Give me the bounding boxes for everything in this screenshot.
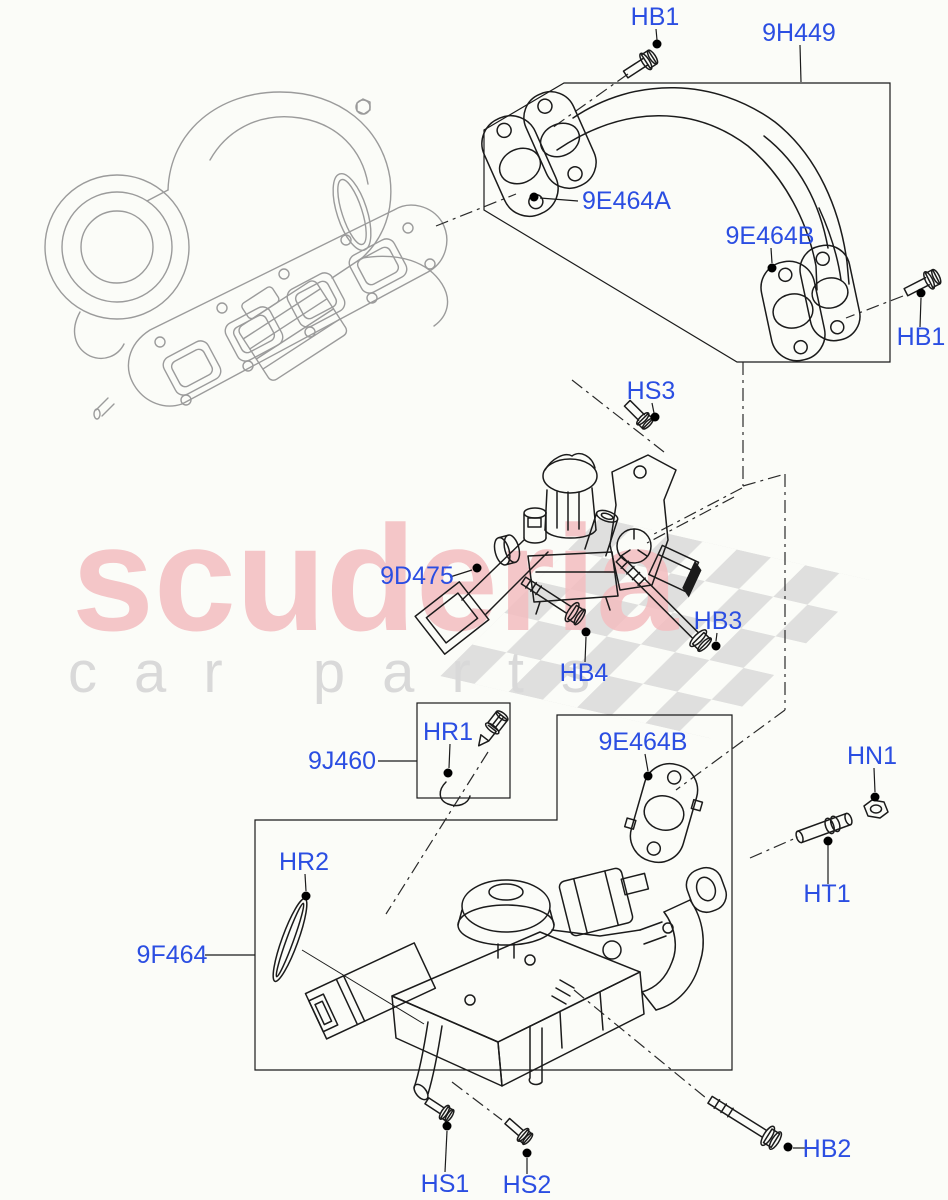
part-label-hb4: HB4 (560, 659, 609, 687)
turbo-manifold-reference-sketch (44, 91, 449, 420)
callout-dots (301, 39, 926, 1158)
bolt-hb3 (615, 555, 713, 653)
part-label-9e464b-top: 9E464B (726, 222, 815, 250)
egr-tube-9h449 (523, 87, 861, 342)
part-label-9e464a: 9E464A (582, 187, 671, 215)
part-label-hb3: HB3 (694, 607, 743, 635)
bolt-hb1-top (622, 49, 659, 79)
watermark-brand-text: scuderia (72, 494, 680, 662)
part-label-9d475: 9D475 (380, 562, 454, 590)
bolt-hs1 (424, 1097, 455, 1123)
part-label-hn1: HN1 (847, 742, 897, 770)
part-label-ht1: HT1 (803, 880, 850, 908)
part-label-hs3: HS3 (627, 377, 676, 405)
part-label-9j460: 9J460 (308, 747, 376, 775)
part-label-hr1: HR1 (423, 718, 473, 746)
checkered-flag-watermark (440, 518, 871, 739)
lower-assembly-box (254, 714, 733, 1071)
part-label-9f464: 9F464 (137, 941, 208, 969)
watermark-subtitle-text: car parts (68, 640, 634, 705)
o-ring-axis-line (301, 949, 425, 1025)
nut-hn1 (863, 799, 889, 819)
part-label-hb1-top: HB1 (631, 3, 680, 31)
stud-ht1 (795, 812, 853, 844)
part-label-hs2: HS2 (503, 1171, 552, 1199)
gasket-9e464b-lower (623, 762, 704, 864)
part-label-9h449: 9H449 (762, 19, 836, 47)
egr-module-9f464 (304, 866, 728, 1101)
sensor-hr1 (477, 710, 509, 747)
bolt-hb1-right (903, 268, 942, 297)
part-label-hs1: HS1 (421, 1170, 470, 1198)
bolt-hb4 (520, 576, 586, 626)
upper-assembly-box (483, 82, 891, 363)
part-label-hb2: HB2 (803, 1135, 852, 1163)
part-label-hb1-right: HB1 (897, 323, 946, 351)
egr-valve-9d475 (414, 452, 702, 655)
part-label-hr2: HR2 (279, 848, 329, 876)
bolt-hs2 (504, 1117, 534, 1146)
kit-box-9j460 (416, 702, 511, 799)
gasket-9e464a (481, 115, 559, 217)
o-ring-hr2 (272, 897, 308, 983)
retainer-clip-hr1 (439, 781, 471, 807)
part-label-9e464b-lower: 9E464B (599, 728, 688, 756)
leader-lines (205, 28, 922, 1174)
gasket-9e464b-top (760, 260, 826, 362)
bolt-hb2 (707, 1095, 783, 1151)
